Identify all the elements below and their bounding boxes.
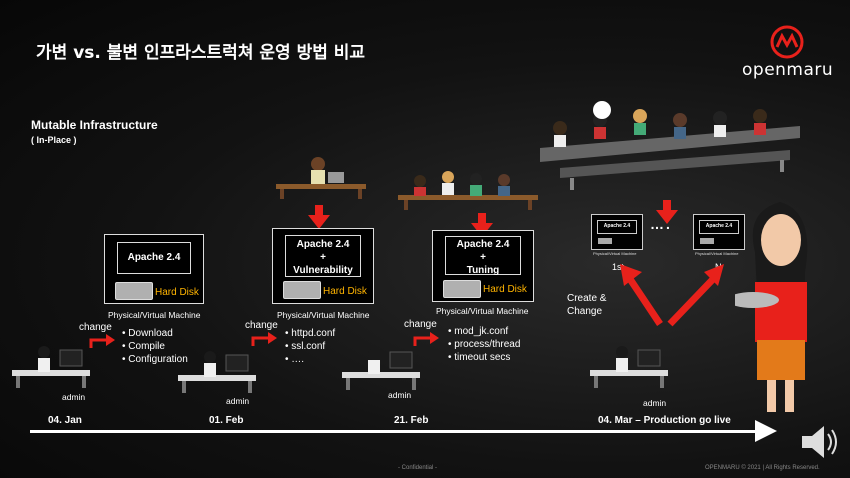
hard-disk-icon [700,238,714,244]
change-label: change [79,322,112,333]
first-label: 1st [612,262,625,272]
section-subheading: ( In-Place ) [31,135,77,145]
copyright-label: OPENMARU © 2021 | All Rights Reserved. [705,465,820,471]
apache-line: + [480,252,486,263]
presenter-illustration [735,202,808,412]
speaker-icon[interactable] [800,424,840,460]
change-list-1: Download Compile Configuration [122,327,188,366]
machine-label: Physical/Virtual Machine [277,310,370,320]
server-box-mini-2: Apache 2.4 [693,214,745,250]
change-arrow-icon [251,332,277,346]
timeline-date-4: 04. Mar – Production go live [598,415,731,426]
list-item: httpd.conf [285,327,335,340]
apache-label: Apache 2.4 + Vulnerability [285,235,361,277]
timeline-date-2: 01. Feb [209,415,244,426]
list-item: Compile [122,340,188,353]
timeline-date-3: 21. Feb [394,415,429,426]
apache-label: Apache 2.4 [117,242,191,274]
server-box-2: Apache 2.4 + Vulnerability Hard Disk [272,228,374,304]
apache-line: Vulnerability [293,265,353,276]
admin-label: admin [226,396,250,406]
change-arrow-icon [89,334,115,348]
apache-label: Apache 2.4 + Tuning [445,236,521,276]
hard-disk-label: Hard Disk [483,284,527,295]
list-item: timeout secs [448,351,520,364]
hard-disk-icon [115,282,153,300]
timeline-line [30,430,760,433]
create-line: Change [567,306,603,317]
confidential-label: - Confidential - [398,465,438,471]
list-item: Download [122,327,188,340]
machine-label: Physical/Virtual Machine [108,310,201,320]
machine-label: Physical/Virtual Machine [436,306,529,316]
hard-disk-icon [443,280,481,298]
section-heading: Mutable Infrastructure [31,118,158,132]
admin-desk-illustration [12,346,90,388]
apache-line: Apache 2.4 [296,239,350,250]
page-title: 가변 vs. 불변 인프라스트럭쳐 운영 방법 비교 [36,43,366,63]
list-item: mod_jk.conf [448,325,520,338]
list-item: …. [285,353,335,366]
down-arrow-icon [656,200,678,224]
down-arrow-icon [308,205,330,229]
server-box-1: Apache 2.4 Hard Disk [104,234,204,304]
apache-label: Apache 2.4 [699,220,739,234]
hard-disk-icon [598,238,612,244]
apache-line: Apache 2.4 [456,239,510,250]
admin-desk-illustration [342,348,420,390]
admin-desk-illustration [178,351,256,393]
admin-label: admin [643,398,667,408]
ellipsis: …. [650,216,672,232]
admin-label: admin [388,390,412,400]
hard-disk-label: Hard Disk [323,286,367,297]
admin-desk-illustration [590,346,668,388]
change-list-3: mod_jk.conf process/thread timeout secs [448,325,520,364]
desk-worker-illustration [276,157,366,199]
timeline-arrowhead-icon [755,420,777,442]
timeline-date-1: 04. Jan [48,415,82,426]
change-list-2: httpd.conf ssl.conf …. [285,327,335,366]
machine-label: Physical/Virtual Machine [593,251,637,256]
list-item: ssl.conf [285,340,335,353]
machine-label: Physical/Virtual Machine [695,251,739,256]
create-change-label: Create & Change [567,292,606,318]
admin-label: admin [62,392,86,402]
list-item: process/thread [448,338,520,351]
openmaru-logo-icon [770,25,804,59]
list-item: Configuration [122,353,187,366]
change-arrow-icon [413,332,439,346]
create-arrows-icon [620,264,724,327]
hard-disk-label: Hard Disk [155,287,199,298]
hard-disk-icon [283,281,321,299]
logo-text: openmaru [742,60,834,80]
create-line: Create & [567,293,607,304]
change-label: change [245,320,278,331]
apache-label: Apache 2.4 [597,220,637,234]
change-label: change [404,319,437,330]
apache-line: + [320,252,326,263]
server-box-3: Apache 2.4 + Tuning Hard Disk [432,230,534,302]
team-illustration [398,171,538,210]
server-box-mini-1: Apache 2.4 [591,214,643,250]
apache-line: Tuning [466,265,500,276]
large-team-illustration [540,101,800,190]
